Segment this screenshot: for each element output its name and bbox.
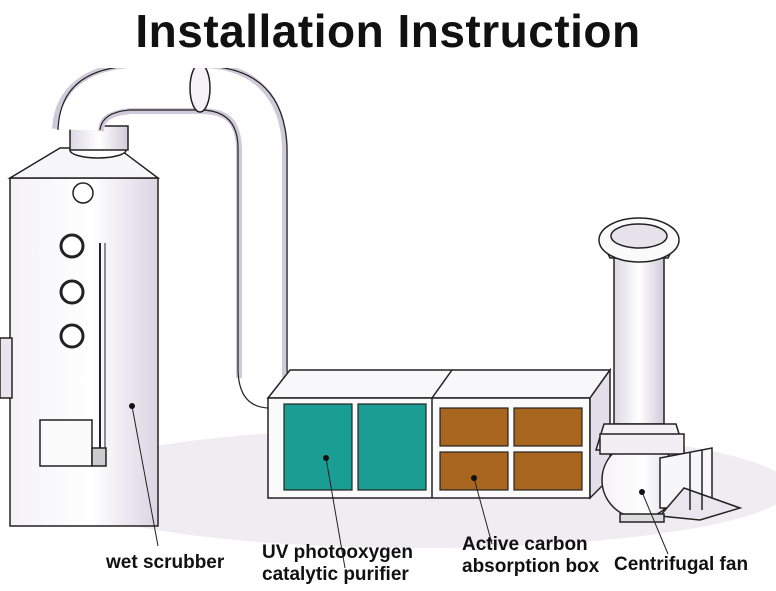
carbon-panel-br: [513, 451, 583, 491]
diagram-stage: [0, 61, 776, 586]
label-carbon-box: Active carbon absorption box: [462, 534, 599, 578]
carbon-panel-tl: [439, 407, 509, 447]
centrifugal-fan: [594, 217, 743, 523]
leader-fan: [641, 491, 669, 555]
uv-purifier-panels: [283, 403, 427, 491]
label-uv-line2: catalytic purifier: [262, 564, 409, 585]
carbon-box-panels: [439, 407, 583, 491]
leader-carbon-box: [473, 477, 493, 545]
leader-wet-scrubber: [131, 405, 159, 547]
equipment-diagram: [0, 61, 776, 569]
label-uv-purifier: UV photooxygen catalytic purifier: [262, 542, 413, 586]
uv-panel-right: [357, 403, 427, 491]
marker-dots: [129, 403, 645, 495]
label-carbon-line2: absorption box: [462, 556, 600, 577]
leader-uv-purifier: [325, 457, 346, 569]
uv-panel-left: [283, 403, 353, 491]
label-wet-scrubber: wet scrubber: [106, 552, 225, 573]
label-uv-line1: UV photooxygen: [262, 542, 413, 563]
label-carbon-line1: Active carbon: [462, 534, 588, 555]
page-title: Installation Instruction: [135, 5, 641, 57]
carbon-panel-tr: [513, 407, 583, 447]
wet-scrubber-tower: [0, 125, 161, 527]
leader-lines: [131, 405, 669, 569]
carbon-panel-bl: [439, 451, 509, 491]
label-centrifugal-fan: Centrifugal fan: [614, 554, 749, 575]
